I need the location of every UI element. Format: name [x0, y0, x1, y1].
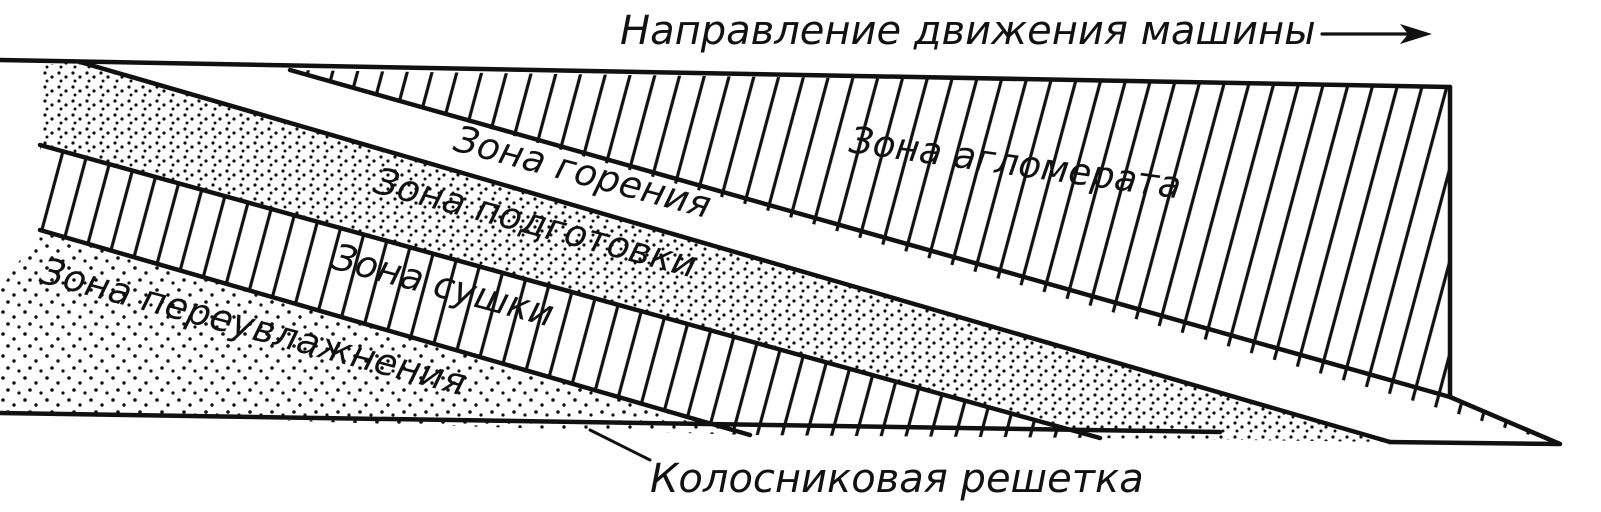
direction-label: Направление движения машины	[620, 8, 1316, 54]
grate-label: Колосниковая решетка	[650, 456, 1144, 502]
grate-line	[0, 410, 1223, 435]
overmoistening-zone-fill	[0, 230, 750, 435]
direction-arrow-head	[1400, 24, 1432, 44]
bed-top-line	[0, 57, 1453, 90]
agglomerate-zone-fill	[290, 70, 1560, 444]
preparation-boundary-line	[37, 142, 1103, 441]
grate-leader-line	[588, 428, 652, 462]
preparation-zone-fill	[40, 62, 1390, 442]
combustion-boundary-line	[77, 59, 1393, 445]
agglomerate-boundary-line	[287, 67, 1563, 447]
diagram-outlines	[0, 32, 1563, 462]
drying-boundary-line	[37, 227, 753, 438]
combustion-zone-fill	[80, 62, 1560, 444]
